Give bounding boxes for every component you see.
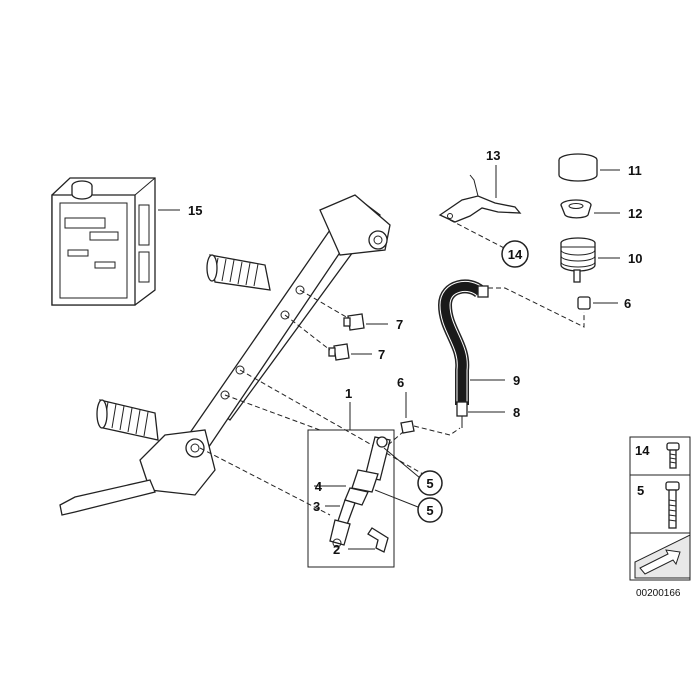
callout-14: 14 — [508, 247, 523, 262]
callout-1: 1 — [345, 386, 352, 401]
callout-7-upper: 7 — [396, 317, 403, 332]
cap-11-illustration — [558, 153, 598, 182]
arrow-reference-icon — [634, 534, 691, 579]
dash-7-lower — [284, 314, 331, 351]
dash-hose-to-reservoir — [488, 287, 585, 328]
callout-2: 2 — [333, 542, 340, 557]
circle-callout-5-lower — [417, 497, 443, 523]
dash-to-cylinder — [224, 394, 321, 431]
legend-label-5: 5 — [637, 483, 644, 498]
callout-6-lower: 6 — [397, 375, 404, 390]
dash-6-lower — [413, 425, 461, 436]
callout-15: 15 — [188, 203, 202, 218]
dash-13-14 — [449, 219, 509, 251]
catalog-number: 00200166 — [636, 588, 681, 599]
reservoir-10-illustration — [560, 237, 596, 283]
callout-13: 13 — [486, 148, 500, 163]
master-cylinder-illustration — [329, 436, 391, 553]
legend-label-14: 14 — [635, 443, 650, 458]
hose-illustration — [437, 279, 489, 428]
circle-callout-14 — [501, 240, 529, 268]
callout-8: 8 — [513, 405, 520, 420]
assembly-1-box — [307, 429, 395, 568]
sleeve-6-upper-illustration — [577, 296, 591, 310]
footrest-carrier-illustration — [59, 194, 391, 516]
callout-11: 11 — [628, 163, 642, 178]
dash-7-upper — [299, 289, 349, 319]
upper-footpeg-illustration — [206, 254, 271, 291]
callout-7-lower: 7 — [378, 347, 385, 362]
callout-6-upper: 6 — [624, 296, 631, 311]
dash-6-to-cylinder — [387, 431, 404, 446]
fastener-legend: 14 5 — [629, 436, 691, 581]
callout-10: 10 — [628, 251, 642, 266]
leader-5-lower — [374, 489, 419, 508]
callout-3: 3 — [313, 499, 320, 514]
fluid-can-illustration — [51, 177, 156, 306]
dash-5-lower — [199, 447, 331, 516]
callout-4: 4 — [315, 479, 323, 494]
callout-12: 12 — [628, 206, 642, 221]
callout-5-lower: 5 — [426, 503, 433, 518]
leader-5-upper — [383, 447, 421, 479]
callout-9: 9 — [513, 373, 520, 388]
screw-14-icon — [666, 442, 680, 469]
callout-5-upper: 5 — [426, 476, 433, 491]
gasket-12-illustration — [560, 199, 592, 219]
dash-5-upper — [239, 369, 431, 479]
bracket-13-illustration — [438, 174, 522, 223]
lower-footpeg-illustration — [96, 399, 159, 441]
screw-5-icon — [665, 481, 680, 529]
sleeve-6-lower-illustration — [400, 420, 415, 434]
screw-7-upper-illustration — [343, 313, 365, 331]
screw-7-lower-illustration — [328, 343, 350, 361]
circle-callout-5-upper — [417, 470, 443, 496]
